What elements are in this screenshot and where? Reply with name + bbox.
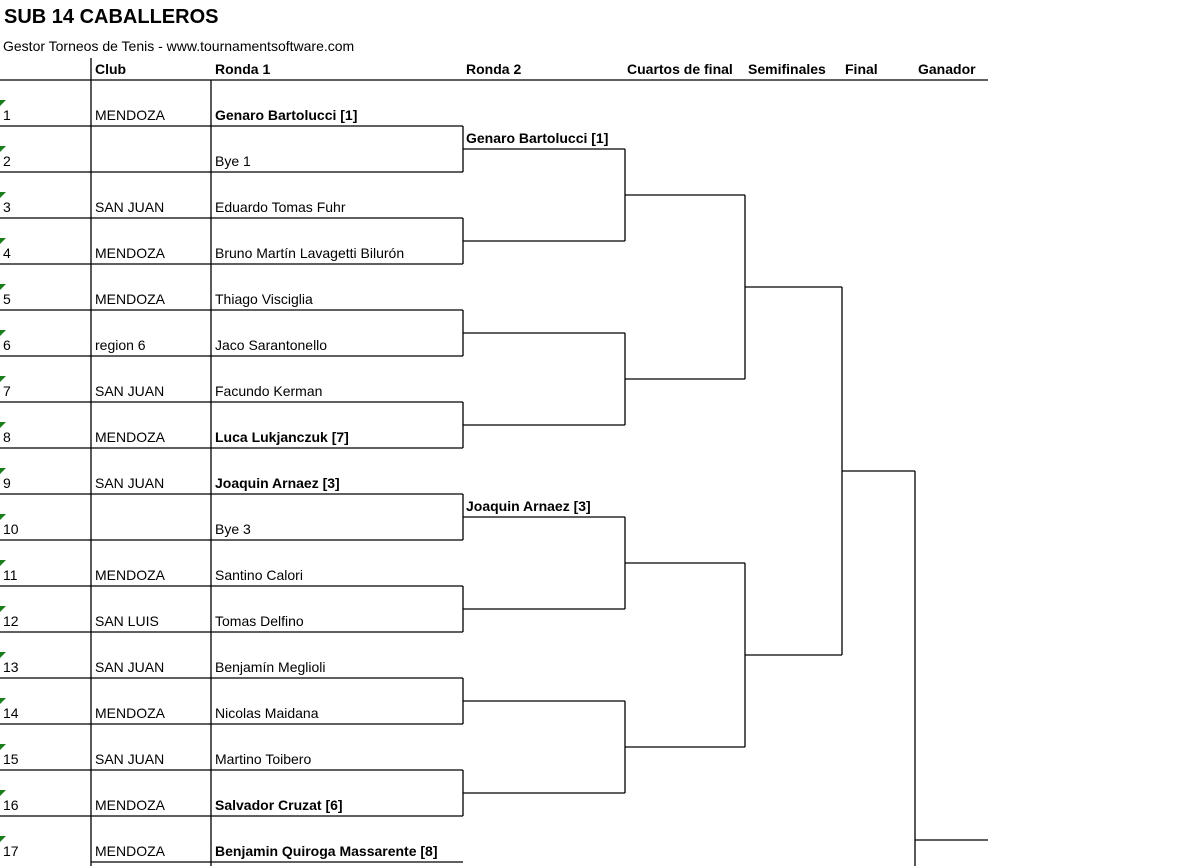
club-cell: MENDOZA — [95, 291, 165, 307]
draw-number: 10 — [3, 521, 19, 537]
player-cell: Bye 3 — [215, 521, 251, 537]
header-semifinals: Semifinales — [748, 61, 826, 77]
club-cell: MENDOZA — [95, 843, 165, 859]
cell-marker-icon — [0, 146, 6, 152]
header-winner: Ganador — [918, 61, 976, 77]
draw-number: 5 — [3, 291, 11, 307]
player-cell: Bruno Martín Lavagetti Bilurón — [215, 245, 405, 261]
draw-number: 13 — [3, 659, 19, 675]
draw-number: 17 — [3, 843, 19, 859]
cell-marker-icon — [0, 560, 6, 566]
draw-number: 14 — [3, 705, 19, 721]
club-cell: MENDOZA — [95, 705, 165, 721]
player-cell: Santino Calori — [215, 567, 303, 583]
player-cell: Eduardo Tomas Fuhr — [215, 199, 346, 215]
player-cell: Nicolas Maidana — [215, 705, 319, 721]
cell-marker-icon — [0, 836, 6, 842]
round2-player: Genaro Bartolucci [1] — [466, 130, 609, 146]
player-cell: Salvador Cruzat [6] — [215, 797, 343, 813]
page-title: SUB 14 CABALLEROS — [4, 6, 219, 28]
club-cell: SAN JUAN — [95, 199, 165, 215]
subtitle: Gestor Torneos de Tenis - www.tournament… — [3, 38, 355, 54]
club-cell: SAN JUAN — [95, 751, 165, 767]
cell-marker-icon — [0, 468, 6, 474]
draw-number: 7 — [3, 383, 11, 399]
cell-marker-icon — [0, 284, 6, 290]
club-cell: SAN JUAN — [95, 383, 165, 399]
player-cell: Genaro Bartolucci [1] — [215, 107, 358, 123]
club-cell: SAN LUIS — [95, 613, 159, 629]
cell-marker-icon — [0, 100, 6, 106]
club-cell: MENDOZA — [95, 245, 165, 261]
player-cell: Thiago Visciglia — [215, 291, 313, 307]
header-quarterfinals: Cuartos de final — [627, 61, 733, 77]
player-cell: Benjamin Quiroga Massarente [8] — [215, 843, 438, 859]
cell-marker-icon — [0, 192, 6, 198]
draw-number: 9 — [3, 475, 11, 491]
player-cell: Bye 1 — [215, 153, 251, 169]
cell-marker-icon — [0, 698, 6, 704]
draw-number: 6 — [3, 337, 11, 353]
cell-marker-icon — [0, 330, 6, 336]
player-cell: Joaquin Arnaez [3] — [215, 475, 340, 491]
cell-marker-icon — [0, 790, 6, 796]
player-cell: Jaco Sarantonello — [215, 337, 328, 353]
draw-number: 2 — [3, 153, 11, 169]
cell-marker-icon — [0, 606, 6, 612]
header-final: Final — [845, 61, 878, 77]
cell-marker-icon — [0, 652, 6, 658]
header-round2: Ronda 2 — [466, 61, 522, 77]
player-cell: Tomas Delfino — [215, 613, 304, 629]
player-cell: Martino Toibero — [215, 751, 312, 767]
header-round1: Ronda 1 — [215, 61, 271, 77]
cell-marker-icon — [0, 514, 6, 520]
player-cell: Luca Lukjanczuk [7] — [215, 429, 349, 445]
club-cell: MENDOZA — [95, 429, 165, 445]
club-cell: MENDOZA — [95, 107, 165, 123]
club-cell: region 6 — [95, 337, 146, 353]
player-cell: Facundo Kerman — [215, 383, 323, 399]
cell-marker-icon — [0, 422, 6, 428]
cell-marker-icon — [0, 376, 6, 382]
cell-marker-icon — [0, 238, 6, 244]
player-cell: Benjamín Meglioli — [215, 659, 326, 675]
draw-number: 8 — [3, 429, 11, 445]
draw-number: 16 — [3, 797, 19, 813]
draw-number: 11 — [3, 567, 18, 583]
club-cell: SAN JUAN — [95, 659, 165, 675]
draw-number: 12 — [3, 613, 19, 629]
club-cell: MENDOZA — [95, 567, 165, 583]
draw-number: 3 — [3, 199, 11, 215]
cell-marker-icon — [0, 744, 6, 750]
header-club: Club — [95, 61, 127, 77]
round2-player: Joaquin Arnaez [3] — [466, 498, 591, 514]
club-cell: SAN JUAN — [95, 475, 165, 491]
draw-number: 1 — [3, 107, 11, 123]
draw-number: 15 — [3, 751, 19, 767]
draw-number: 4 — [3, 245, 11, 261]
club-cell: MENDOZA — [95, 797, 165, 813]
